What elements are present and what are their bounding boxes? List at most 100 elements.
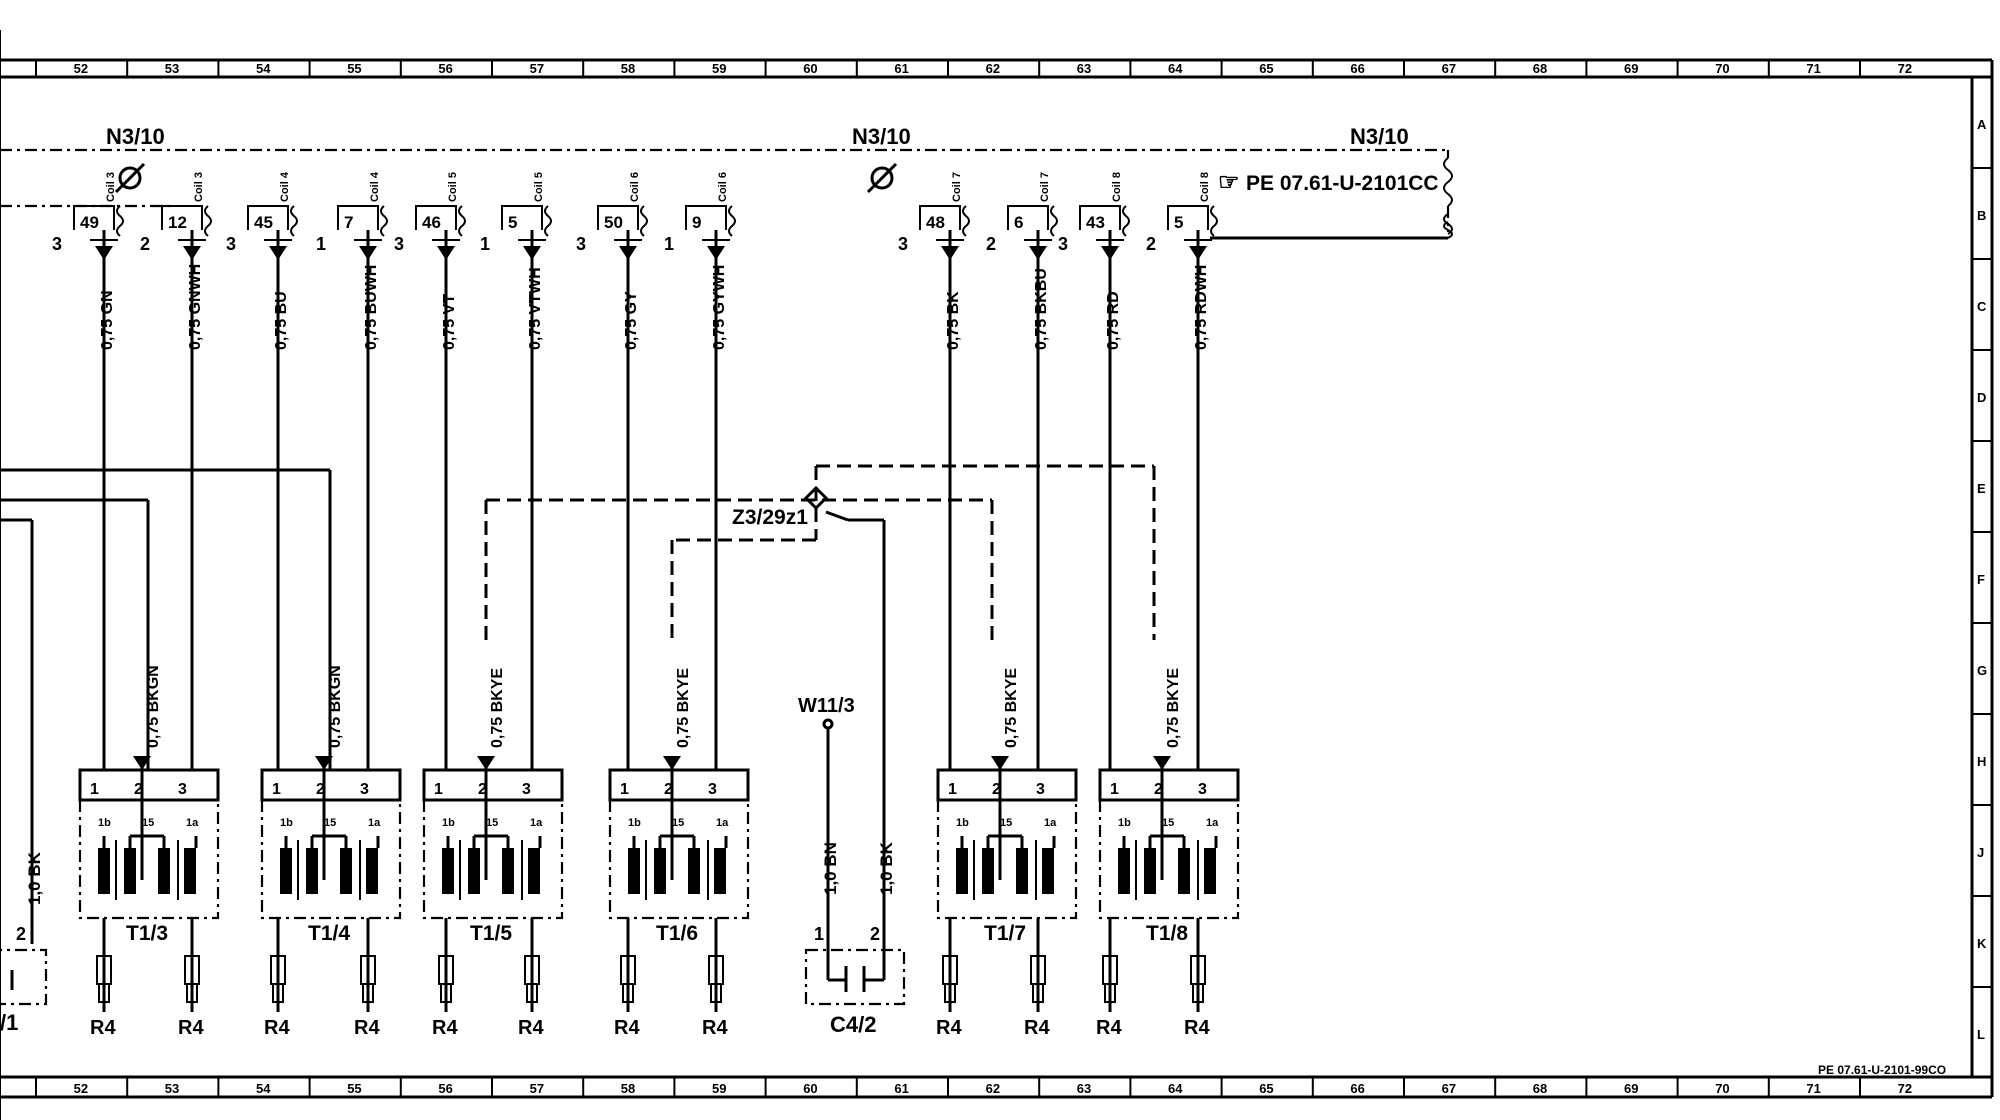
control-unit-label: N3/10: [106, 124, 165, 149]
grid-row-label: F: [1977, 572, 1985, 587]
sensor-pin-label: 1: [814, 924, 824, 944]
coil-function-label: Coil 4: [279, 171, 291, 202]
grid-column-label: 68: [1533, 1081, 1547, 1096]
grid-column-label: 55: [347, 61, 361, 76]
grid-column-label: 70: [1715, 61, 1729, 76]
spark-plug-label: R4: [614, 1017, 640, 1039]
grid-column-label: 53: [165, 1081, 179, 1096]
grid-row-label: B: [1977, 208, 1986, 223]
coil-inner-terminal: 15: [142, 817, 154, 829]
grid-column-label: 66: [1350, 61, 1364, 76]
connector-pin-label: 3: [226, 234, 236, 254]
spark-plug-label: R4: [354, 1017, 380, 1039]
connector-pin-label: 2: [986, 234, 996, 254]
grid-column-label: 56: [438, 1081, 452, 1096]
grid-column-label: 72: [1898, 61, 1912, 76]
grid-column-label: 68: [1533, 61, 1547, 76]
control-unit-label: N3/10: [1350, 124, 1409, 149]
spark-plug-label: R4: [432, 1017, 458, 1039]
coil-terminal: 1: [620, 781, 629, 798]
grid-column-label: 69: [1624, 61, 1638, 76]
control-unit-label: N3/10: [852, 124, 911, 149]
coil-terminal: 3: [360, 781, 369, 798]
coil-terminal: 1: [434, 781, 443, 798]
wire-label: 0,75 BK: [945, 291, 962, 350]
coil-function-label: Coil 6: [717, 172, 729, 202]
coil-function-label: Coil 5: [533, 172, 545, 202]
cross-reference: PE 07.61-U-2101CC: [1246, 172, 1439, 195]
grid-row-label: H: [1977, 754, 1986, 769]
coil-inner-terminal: 1b: [956, 817, 969, 829]
coil-function-label: Coil 4: [369, 171, 381, 202]
coil-inner-terminal: 1b: [628, 817, 641, 829]
coil-label: T1/3: [126, 922, 168, 945]
pin-number: 50: [604, 213, 623, 232]
grid-column-label: 71: [1806, 61, 1820, 76]
coil-inner-terminal: 1a: [368, 817, 381, 829]
left-wire-label: 1,0 BK: [25, 851, 44, 905]
coil-terminal: 3: [178, 781, 187, 798]
coil-terminal: 1: [948, 781, 957, 798]
grid-column-label: 61: [894, 1081, 908, 1096]
grid-column-label: 72: [1898, 1081, 1912, 1096]
grid-column-label: 70: [1715, 1081, 1729, 1096]
ground-point-label: W11/3: [798, 695, 855, 717]
grid-column-label: 57: [530, 61, 544, 76]
left-pin-label: 2: [16, 924, 26, 944]
pin-number: 5: [1174, 213, 1183, 232]
connector-pin-label: 3: [394, 234, 404, 254]
coil-function-label: Coil 6: [629, 172, 641, 202]
connector-pin-label: 3: [52, 234, 62, 254]
grid-row-label: L: [1977, 1027, 1985, 1042]
pin-number: 7: [344, 213, 353, 232]
left-wiring: 1,0 BK 2 /1: [0, 468, 332, 1035]
grid-column-label: 64: [1168, 1081, 1183, 1096]
coil-label: T1/6: [656, 922, 698, 945]
coil-terminal: 2: [1154, 781, 1163, 798]
grid-column-label: 52: [74, 1081, 88, 1096]
wire-label: 0,75 GYWH: [711, 265, 728, 350]
pin-number: 9: [692, 213, 701, 232]
sensor-pin-label: 2: [870, 924, 880, 944]
coil-feed-wire-label: 0,75 BKYE: [675, 668, 692, 748]
coil-inner-terminal: 1a: [530, 817, 543, 829]
coil-terminal: 2: [992, 781, 1001, 798]
grid-row-label: E: [1977, 481, 1986, 496]
coil-function-label: Coil 7: [1039, 172, 1051, 202]
grid-column-label: 65: [1259, 1081, 1273, 1096]
grid-column-label: 61: [894, 61, 908, 76]
pin-number: 46: [422, 213, 441, 232]
coil-function-label: Coil 7: [951, 172, 963, 202]
coil-terminal: 2: [664, 781, 673, 798]
coil-feed-wire-label: 0,75 BKYE: [489, 668, 506, 748]
coil-function-label: Coil 3: [105, 172, 117, 202]
grid-column-label: 71: [1806, 1081, 1820, 1096]
coil-terminal: 3: [1198, 781, 1207, 798]
spark-plug-label: R4: [178, 1017, 204, 1039]
sensor-wire-label: 1,0 BK: [877, 841, 896, 895]
pin-number: 49: [80, 213, 99, 232]
grid-column-label: 67: [1442, 1081, 1456, 1096]
signal-symbol-icon: [114, 162, 898, 194]
coil-label: T1/5: [470, 922, 512, 945]
left-component-label: /1: [0, 1010, 18, 1035]
coil-terminal: 2: [478, 781, 487, 798]
spark-plug-label: R4: [1184, 1017, 1210, 1039]
coil-feed-wire-label: 0,75 BKGN: [145, 665, 162, 748]
grid-column-label: 60: [803, 1081, 817, 1096]
grid-column-label: 60: [803, 61, 817, 76]
